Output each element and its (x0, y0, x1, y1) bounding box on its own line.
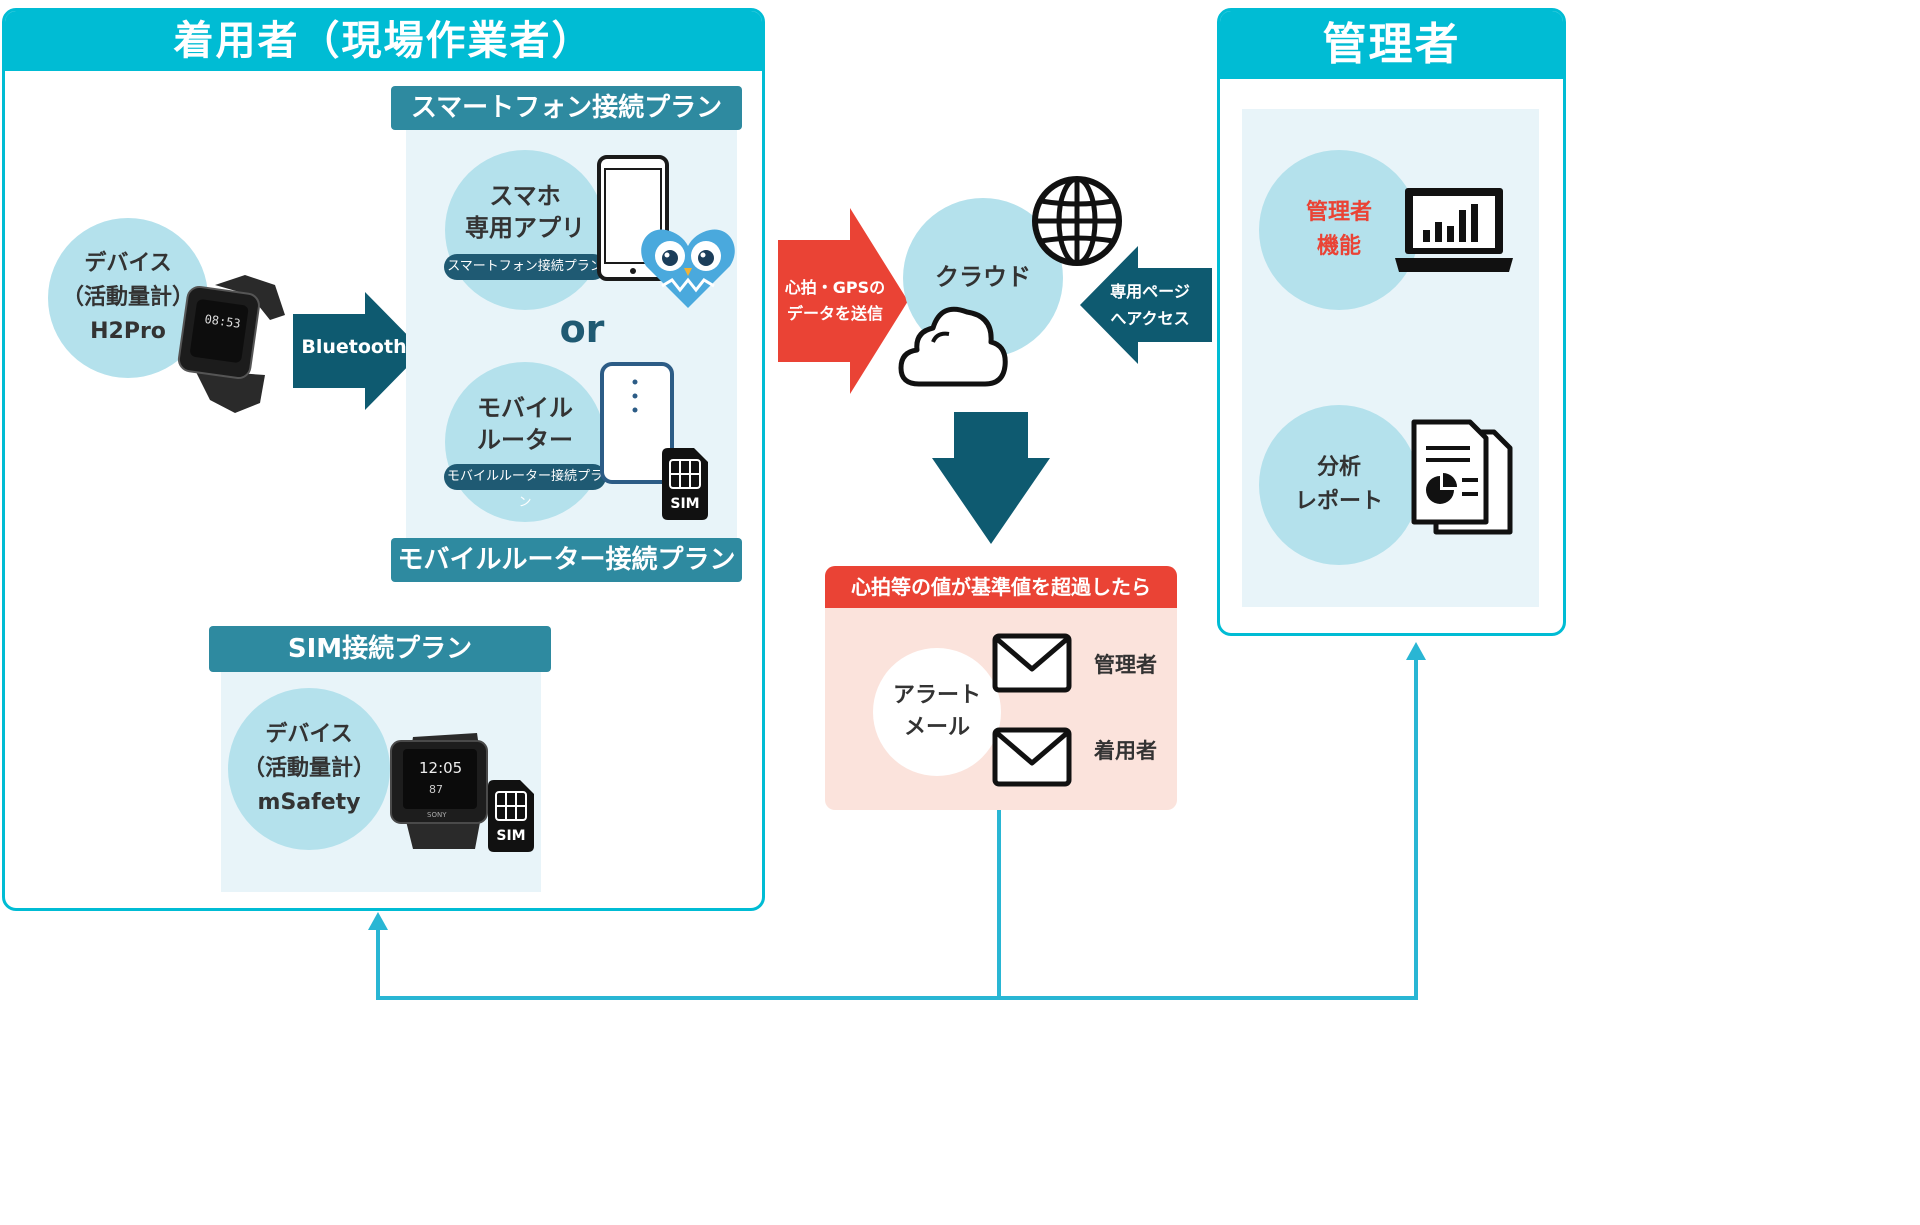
analysis-report-line2: レポート (1294, 489, 1383, 514)
laptop-chart-icon (1395, 188, 1513, 272)
recipient-wearer: 着用者 (1094, 739, 1157, 763)
h2pro-watch-icon: 08:53 (177, 275, 285, 413)
msafety-time-text: 12:05 (419, 759, 462, 777)
access-label: 専用ページ へアクセス (1100, 272, 1200, 338)
admin-panel-title: 管理者 (1322, 19, 1461, 70)
cloud-icon (898, 306, 1008, 387)
sim-chip-label-router: SIM (670, 496, 699, 512)
mobile-router-circle: モバイル ルーター (445, 362, 605, 522)
device-msafety-line1: デバイス (265, 722, 353, 747)
sim-icon: SIM (662, 448, 708, 520)
device-h2pro-line2: （活動量計） (61, 285, 194, 310)
admin-function-line2: 機能 (1316, 234, 1361, 259)
send-data-line2: データを送信 (786, 304, 883, 323)
alert-header: 心拍等の値が基準値を超過したら (825, 566, 1177, 608)
alert-mail-line2: メール (903, 715, 970, 740)
admin-panel-header: 管理者 (1220, 11, 1563, 79)
mobile-router-line2: ルーター (477, 426, 573, 454)
send-data-arrow (778, 208, 908, 394)
admin-function-line1: 管理者 (1305, 200, 1372, 225)
smartphone-app-line1: スマホ (489, 182, 561, 210)
globe-icon (1032, 176, 1122, 266)
cloud-label: クラウド (935, 262, 1031, 291)
mobile-router-icon (600, 362, 674, 484)
alert-mail-line1: アラート (892, 683, 981, 708)
mobile-router-line1: モバイル (477, 394, 573, 422)
send-data-line1: 心拍・GPSの (784, 278, 886, 297)
bluetooth-label: Bluetooth (301, 336, 407, 358)
analysis-report-line1: 分析 (1316, 455, 1361, 480)
mail-icon (992, 633, 1072, 693)
smartphone-plan-header: スマートフォン接続プラン (391, 86, 742, 130)
report-icon (1411, 419, 1513, 535)
wearer-panel-title: 着用者（現場作業者） (173, 18, 594, 64)
mobile-router-plan-header: モバイルルーター接続プラン (391, 538, 742, 582)
device-msafety-circle: デバイス （活動量計） mSafety (228, 688, 390, 850)
msafety-brand-text: SONY (427, 811, 447, 819)
sim-icon: SIM (488, 780, 534, 852)
access-line1: 専用ページ (1110, 282, 1190, 301)
smartphone-app-circle: スマホ 専用アプリ (445, 150, 605, 310)
mail-icon (992, 727, 1072, 787)
alert-mail-circle: アラート メール (873, 648, 1001, 776)
send-data-label: 心拍・GPSの データを送信 (780, 268, 890, 334)
smartphone-plan-pill: スマートフォン接続プラン (444, 254, 606, 280)
mobile-router-plan-pill: モバイルルーター接続プラン (444, 464, 606, 510)
sim-chip-label-msafety: SIM (496, 828, 525, 844)
access-arrow (1080, 246, 1212, 364)
msafety-watch-icon: 12:05 87 SONY (390, 733, 488, 849)
alert-box: 心拍等の値が基準値を超過したら (825, 566, 1177, 810)
msafety-hr-text: 87 (429, 783, 443, 796)
h2pro-display-text: 08:53 (204, 312, 242, 331)
device-h2pro-line1: デバイス (84, 251, 172, 276)
wearer-panel-header: 着用者（現場作業者） (5, 11, 762, 71)
smartphone-app-line2: 専用アプリ (465, 214, 585, 242)
device-msafety-line3: mSafety (257, 790, 361, 815)
device-h2pro-line3: H2Pro (90, 319, 166, 344)
device-msafety-line2: （活動量計） (242, 756, 375, 781)
sim-plan-header: SIM接続プラン (209, 626, 551, 672)
bluetooth-arrow (293, 292, 423, 410)
or-text: or (559, 307, 605, 351)
down-arrow (932, 412, 1050, 544)
admin-function-circle: 管理者 機能 (1259, 150, 1419, 310)
owl-heart-icon (641, 229, 735, 308)
recipient-admin: 管理者 (1094, 653, 1157, 677)
access-line2: へアクセス (1110, 309, 1190, 328)
analysis-report-circle: 分析 レポート (1259, 405, 1419, 565)
